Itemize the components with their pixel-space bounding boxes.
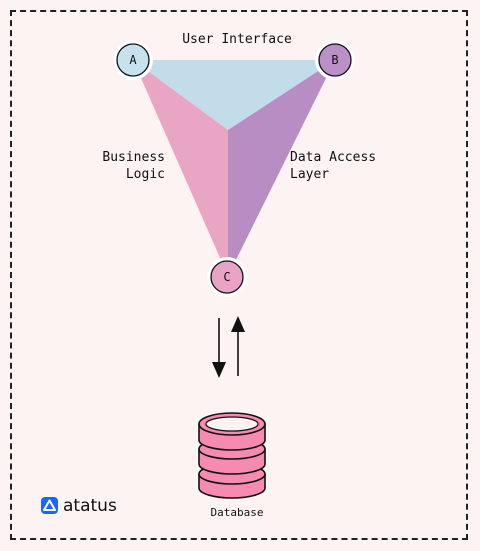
user-interface-face — [133, 60, 335, 130]
atatus-logo: atatus — [41, 496, 117, 516]
node-c-label: C — [223, 270, 230, 284]
business-logic-face — [133, 60, 228, 276]
user-interface-label: User Interface — [182, 32, 292, 47]
node-a-label: A — [129, 53, 137, 67]
down-arrow — [212, 318, 226, 378]
node-b-label: B — [331, 53, 338, 67]
database-icon — [198, 412, 266, 499]
data-access-label-line2: Layer — [290, 167, 329, 182]
up-arrow — [231, 316, 245, 376]
data-access-face — [228, 60, 335, 276]
brand-name: atatus — [63, 496, 117, 516]
data-access-label-line1: Data Access — [290, 150, 376, 165]
dashed-border — [10, 10, 468, 540]
business-logic-label-line1: Business — [102, 150, 165, 165]
node-a: A — [113, 40, 153, 80]
node-c: C — [207, 257, 247, 297]
node-b: B — [315, 40, 355, 80]
database-label: Database — [211, 506, 264, 519]
business-logic-label-line2: Logic — [126, 167, 165, 182]
